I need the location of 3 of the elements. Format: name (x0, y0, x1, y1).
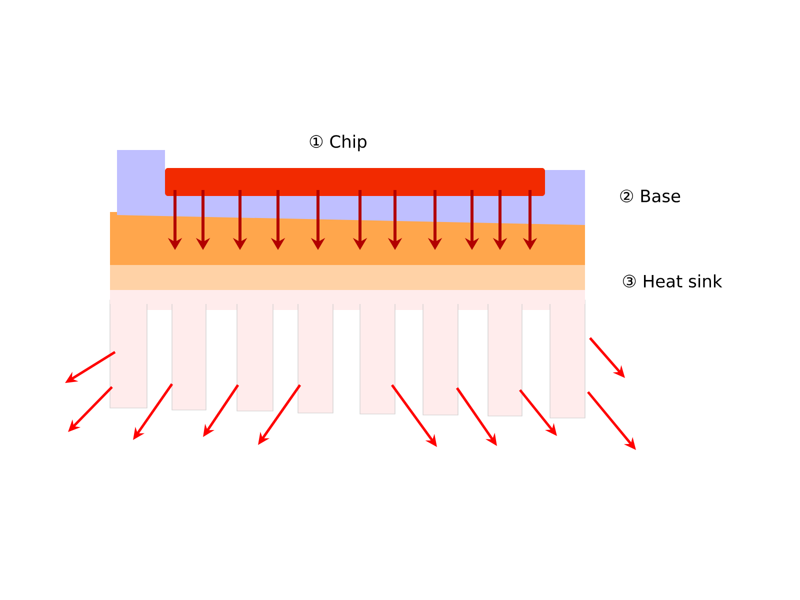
callout-label: ③ Heat sink (622, 274, 722, 288)
callout-label: ① Chip (310, 134, 366, 152)
callout-label: ② Base (620, 190, 680, 202)
